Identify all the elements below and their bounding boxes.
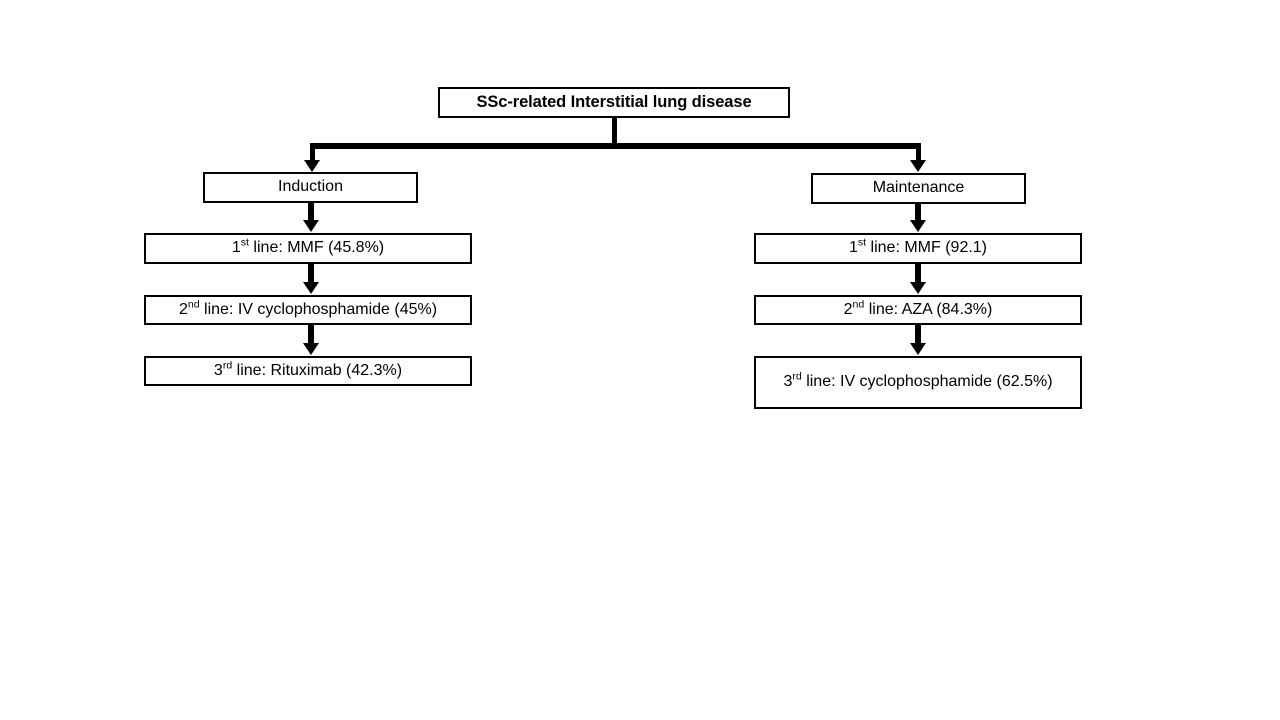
node-root-label: SSc-related Interstitial lung disease [476,92,752,111]
node-induction-header-label: Induction [278,178,343,196]
arrowhead-maintenance-step3 [910,343,926,355]
arrowhead-induction-step3 [303,343,319,355]
node-induction-step-1: 1st line: MMF (45.8%) [144,233,472,264]
step-ordinal-suffix: rd [222,359,233,372]
node-induction-step-3: 3rd line: Rituximab (42.3%) [144,356,472,386]
step-ordinal-number: 2 [843,300,853,318]
step-text: line: AZA (84.3%) [864,300,993,318]
step-text: line: MMF (45.8%) [248,239,385,257]
node-root: SSc-related Interstitial lung disease [438,87,790,118]
step-ordinal-suffix: rd [792,370,802,383]
step-ordinal-suffix: st [240,236,249,249]
connector-induction-step2-to-step3 [308,325,314,344]
node-maintenance-header: Maintenance [811,173,1026,204]
step-ordinal-number: 1 [231,239,241,257]
node-maintenance-step-3-label: 3rd line: IV cyclophosphamide (62.5%) [777,370,1058,392]
step-ordinal-suffix: st [857,236,867,249]
node-maintenance-step-2: 2nd line: AZA (84.3%) [754,295,1082,325]
step-ordinal-suffix: nd [187,298,200,311]
connector-maintenance-to-step1 [915,204,921,221]
node-induction-step-2-label: 2nd line: IV cyclophosphamide (45%) [173,298,443,320]
node-induction-header: Induction [203,172,418,203]
step-ordinal-number: 3 [213,361,223,379]
arrowhead-induction-step1 [303,220,319,232]
arrowhead-maintenance-step1 [910,220,926,232]
step-text: line: Rituximab (42.3%) [232,361,403,379]
connector-induction-to-step1 [308,203,314,221]
node-maintenance-step-1-label: 1st line: MMF (92.1) [843,236,993,258]
node-maintenance-step-2-label: 2nd line: AZA (84.3%) [838,298,999,320]
connector-root-stem [612,118,617,148]
node-induction-step-3-label: 3rd line: Rituximab (42.3%) [208,359,408,381]
step-text: line: IV cyclophosphamide (62.5%) [801,373,1053,391]
connector-right-drop [916,143,921,162]
arrowhead-induction-step2 [303,282,319,294]
node-induction-step-1-label: 1st line: MMF (45.8%) [226,236,390,258]
arrowhead-to-induction [304,160,320,172]
node-maintenance-header-label: Maintenance [872,179,965,197]
connector-maintenance-step2-to-step3 [915,325,921,344]
step-ordinal-suffix: nd [852,298,865,311]
step-ordinal-number: 2 [178,300,188,318]
connector-maintenance-step1-to-step2 [915,264,921,282]
connector-left-drop [310,143,315,162]
step-text: line: MMF (92.1) [866,239,988,257]
node-induction-step-2: 2nd line: IV cyclophosphamide (45%) [144,295,472,325]
node-maintenance-step-1: 1st line: MMF (92.1) [754,233,1082,264]
step-ordinal-number: 1 [848,239,858,257]
arrowhead-maintenance-step2 [910,282,926,294]
connector-split-bar [310,143,921,149]
node-maintenance-step-3: 3rd line: IV cyclophosphamide (62.5%) [754,356,1082,409]
step-ordinal-number: 3 [783,373,793,391]
arrowhead-to-maintenance [910,160,926,172]
step-text: line: IV cyclophosphamide (45%) [199,300,438,318]
connector-induction-step1-to-step2 [308,264,314,282]
